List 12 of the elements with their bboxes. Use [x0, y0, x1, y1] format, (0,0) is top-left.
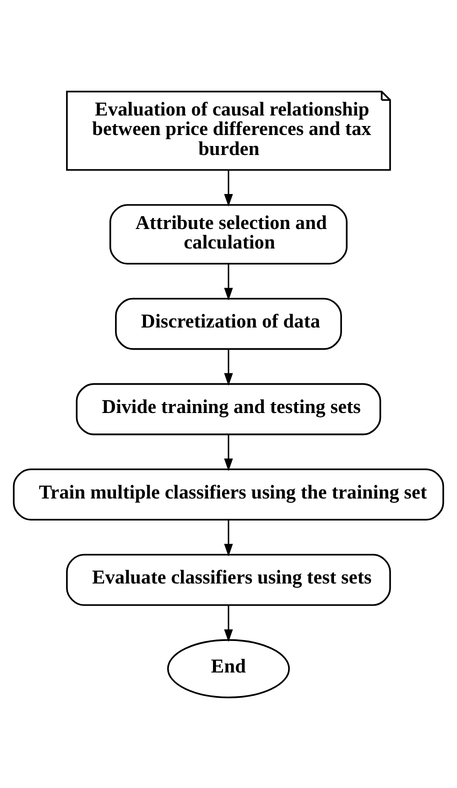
node-box: Divide training and testing sets	[76, 382, 382, 435]
arrow	[224, 434, 233, 471]
arrow	[224, 519, 233, 556]
node-box: Discretization of data	[115, 297, 342, 350]
arrow	[224, 170, 233, 206]
node-box: Evaluate classifiers using test sets	[66, 553, 391, 606]
arrow	[224, 604, 233, 642]
node-box: Train multiple classifiers using the training set	[12, 468, 444, 520]
arrow	[224, 348, 233, 386]
node-box: Attribute selection and calculation	[109, 204, 348, 264]
arrow	[224, 264, 233, 300]
node-ellipse: End	[167, 638, 290, 698]
